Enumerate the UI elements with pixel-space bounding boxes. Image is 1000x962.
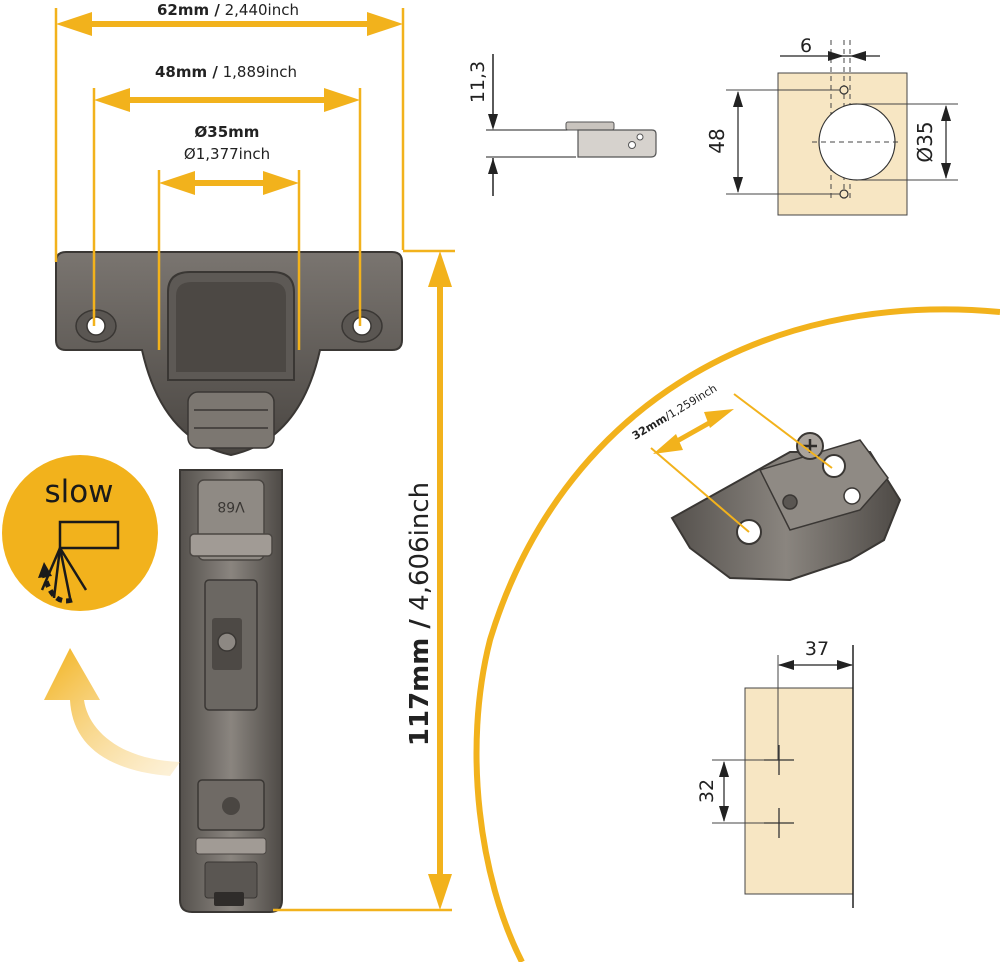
soft-close-badge: slow: [2, 455, 158, 611]
cup-diameter-label: Ø35: [913, 121, 937, 162]
dimension-48mm: [92, 88, 362, 326]
dimension-48mm-label: 48mm / 1,889inch: [155, 63, 297, 81]
mounting-plate-image: [670, 432, 902, 582]
cup-drilling-diagram: 6 48 Ø35: [705, 35, 958, 216]
soft-close-label: slow: [44, 474, 113, 510]
dimension-62mm: [54, 8, 405, 262]
hinge-image: V68: [55, 251, 403, 913]
hinge-engraving: V68: [217, 498, 244, 514]
dimension-62mm-label: 62mm / 2,440inch: [157, 1, 299, 19]
decorative-arc: [473, 306, 1000, 962]
dimension-117mm: [273, 249, 455, 912]
plate-spacing-label: 32: [696, 779, 718, 803]
dimension-35mm-inch-label: Ø1,377inch: [184, 145, 270, 163]
curved-arrow-icon: [44, 648, 180, 776]
plate-offset-label: 37: [805, 638, 829, 660]
plate-drilling-diagram: 37 32: [696, 638, 854, 908]
dimension-35mm: [157, 170, 301, 350]
dimension-35mm-label: Ø35mm: [195, 123, 260, 141]
dimension-117mm-label: 117mm / 4,606inch: [405, 482, 435, 746]
soft-close-icon: [38, 520, 120, 604]
cup-offset-label: 6: [800, 35, 812, 57]
screw-hole-left: [75, 309, 117, 343]
side-depth-label: 11,3: [467, 61, 489, 103]
cup-height-label: 48: [705, 128, 729, 153]
cup-side-view: 11,3: [467, 54, 657, 196]
dimension-32mm: [650, 393, 833, 533]
screw-hole-right: [341, 309, 383, 343]
